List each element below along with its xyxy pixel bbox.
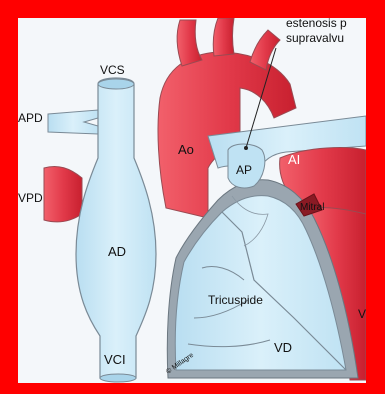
label-vci: VCI [104,352,126,367]
label-vd: VD [274,340,292,355]
label-ao: Ao [178,142,194,157]
diagram-canvas: estenosis p supravalvu VCS APD VPD AD VC… [18,18,366,383]
label-ap: AP [236,163,252,177]
aortic-branch-2 [213,18,234,56]
label-vcs: VCS [100,63,125,77]
label-vi: V [358,307,366,321]
label-ai: AI [288,152,300,167]
label-tricuspide: Tricuspide [208,293,263,307]
aortic-branch-1 [177,20,202,66]
pulmonary-vein-right [44,166,82,222]
annotation-dot [244,146,248,150]
right-pulmonary-artery [48,110,98,134]
label-mitral: Mitral [300,202,324,213]
heart-diagram: estenosis p supravalvu VCS APD VPD AD VC… [18,18,366,383]
annotation-line-1: estenosis p [286,18,347,30]
annotation-line-2: supravalvu [286,31,344,45]
label-ad: AD [108,244,126,259]
label-vpd: VPD [18,191,43,205]
ivc-opening [100,374,136,382]
label-apd: APD [18,111,43,125]
svc-opening [98,79,134,89]
